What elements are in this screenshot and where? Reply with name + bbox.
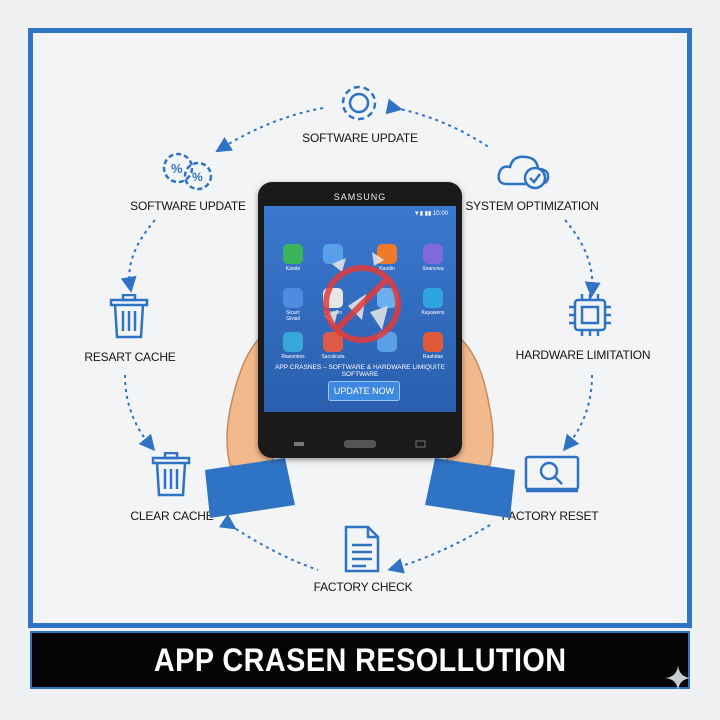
mail-app-icon bbox=[283, 288, 303, 308]
app-glyph-icon bbox=[377, 288, 397, 308]
svg-text:%: % bbox=[171, 161, 183, 176]
app-icon[interactable]: Sacolicuta bbox=[320, 332, 346, 360]
arrow-left-to-lowerleft bbox=[124, 374, 156, 452]
app-icon[interactable]: Seancrea bbox=[420, 244, 446, 272]
app-icon[interactable]: Sicarc Giviail bbox=[280, 288, 306, 322]
home-key-icon bbox=[344, 440, 376, 448]
app-icon[interactable] bbox=[374, 288, 400, 310]
node-label-lower-right: FACTORY RESET bbox=[501, 509, 599, 523]
cloud-check-icon bbox=[497, 155, 550, 190]
trash-icon bbox=[151, 452, 191, 497]
node-label-bottom: FACTORY CHECK bbox=[313, 580, 413, 594]
phone-device: SAMSUNG ▼▮ ▮▮ 10:00 Kaode Kaodin Seancre… bbox=[258, 182, 462, 458]
node-label-upper-right: SYSTEM OPTIMIZATION bbox=[465, 199, 599, 213]
update-now-button[interactable]: UPDATE NOW bbox=[328, 381, 400, 401]
app-glyph-icon bbox=[323, 332, 343, 352]
svg-text:%: % bbox=[192, 170, 203, 184]
app-icon[interactable]: Riaesoteis bbox=[280, 332, 306, 360]
arrow-upperright-to-top bbox=[385, 98, 491, 149]
app-icon[interactable]: Raahdae bbox=[420, 332, 446, 360]
phone-app-icon bbox=[283, 244, 303, 264]
phone-screen: ▼▮ ▮▮ 10:00 Kaode Kaodin Seancrea Sicarc… bbox=[264, 206, 456, 412]
phone-brand: SAMSUNG bbox=[333, 192, 387, 202]
node-label-upper-left: SOFTWARE UPDATE bbox=[130, 199, 246, 213]
node-label-right: HARDWARE LIMITATION bbox=[515, 348, 651, 362]
back-key-icon bbox=[294, 442, 304, 446]
phone-nav-bar bbox=[294, 440, 426, 448]
phone-caption: APP CRASNES – SOFTWARE & HARDWARE LIMIQU… bbox=[275, 364, 445, 378]
gear-icon bbox=[341, 85, 377, 121]
play-store-icon bbox=[423, 288, 443, 308]
status-bar: ▼▮ ▮▮ 10:00 bbox=[413, 211, 448, 217]
document-icon bbox=[344, 525, 380, 573]
app-glyph-icon bbox=[323, 244, 343, 264]
app-icon[interactable]: Kayawens bbox=[420, 288, 446, 316]
chip-icon bbox=[569, 294, 611, 336]
node-label-top: SOFTWARE UPDATE bbox=[302, 131, 418, 145]
arrow-right-to-lowerright bbox=[563, 374, 593, 452]
app-icon[interactable]: Kaode bbox=[280, 244, 306, 272]
app-icon[interactable] bbox=[320, 244, 346, 266]
percent-gear-icon: % % bbox=[162, 152, 213, 191]
banner-title: APP CRASEN RESOLLUTION bbox=[153, 641, 567, 678]
node-label-left: RESART CACHE bbox=[84, 350, 176, 364]
arrow-upperleft-to-left bbox=[120, 219, 156, 293]
app-glyph-icon bbox=[283, 332, 303, 352]
crash-no-entry-icon bbox=[323, 252, 401, 343]
monitor-search-icon bbox=[524, 455, 580, 493]
node-label-lower-left: CLEAR CACHE bbox=[130, 509, 214, 523]
trash-icon bbox=[109, 294, 149, 339]
arrow-bottom-to-lowerleft bbox=[218, 513, 319, 571]
arrow-upperright-to-right bbox=[564, 219, 601, 298]
title-banner: APP CRASEN RESOLLUTION bbox=[30, 631, 690, 689]
app-glyph-icon bbox=[423, 332, 443, 352]
recents-key-icon bbox=[415, 440, 426, 448]
sparkle-icon bbox=[665, 665, 691, 691]
arrow-lowerright-to-bottom bbox=[387, 524, 491, 574]
settings-app-icon bbox=[423, 244, 443, 264]
